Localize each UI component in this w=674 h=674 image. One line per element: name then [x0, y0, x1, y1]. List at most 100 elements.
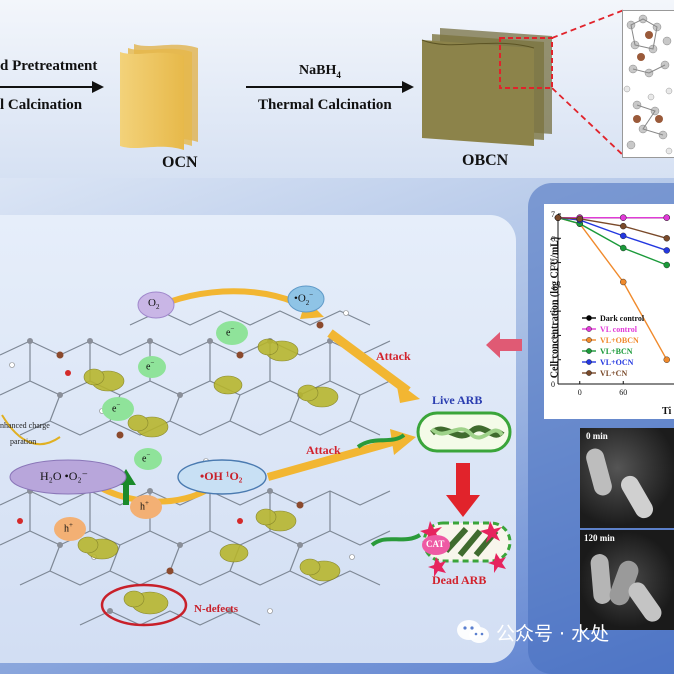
data-point	[620, 232, 627, 240]
hole-label-2: h+	[64, 521, 73, 534]
o2-radical-superscript: −	[309, 291, 314, 299]
o2-radical-subscript: 2	[305, 298, 310, 307]
data-point	[663, 214, 670, 221]
legend-swatch-marker	[586, 326, 592, 332]
o2-radical-text: •O	[294, 292, 306, 305]
step1-line2: l Calcination	[0, 97, 83, 113]
legend-swatch-marker	[586, 315, 592, 321]
structure-inset	[622, 10, 674, 158]
y-tick-label: 4	[551, 283, 555, 292]
legend-label: VL+OBCN	[600, 336, 639, 345]
hole-sup-2: +	[69, 521, 73, 529]
legend-label: VL+BCN	[600, 347, 633, 356]
y-tick-label: 0	[551, 380, 555, 389]
y-tick-label: 5	[551, 259, 555, 268]
sem-bacteria-top	[586, 448, 653, 519]
data-point	[620, 214, 627, 221]
attack-label-2: Attack	[306, 443, 341, 457]
x-tick-label: 0	[578, 388, 582, 397]
series-line	[557, 216, 668, 266]
watermark-text: 公众号 · 水处	[496, 623, 610, 645]
separation-label: paration	[10, 437, 37, 446]
electron-sup-2: −	[150, 359, 155, 367]
data-point	[620, 278, 627, 286]
step1-line1: d Pretreatment	[0, 58, 98, 74]
electron-text-1: e	[226, 327, 231, 339]
data-point	[663, 235, 670, 242]
data-point	[620, 244, 627, 252]
n-defects-label: N-defects	[194, 603, 238, 615]
sem-label-bottom: 120 min	[584, 533, 615, 543]
electron-text-4: e	[142, 453, 147, 465]
o2-radical-label: •O2−	[294, 291, 313, 307]
oh-1o2-label: •OH ¹O₂	[200, 469, 243, 483]
legend-label: VL+CN	[600, 369, 627, 378]
electron-sup-3: −	[116, 401, 121, 409]
legend-label: VL+OCN	[600, 358, 634, 367]
step1-arrow	[0, 81, 104, 93]
attack-label-1: Attack	[376, 349, 411, 363]
mechanism-drawing	[0, 285, 512, 627]
hole-text-1: h	[140, 501, 145, 513]
data-point	[663, 247, 670, 254]
h2o-o2-label: H₂O •O₂⁻	[40, 469, 88, 483]
obcn-label: OBCN	[462, 152, 509, 169]
step2-arrow	[246, 81, 414, 93]
ocn-label: OCN	[162, 154, 198, 171]
zoom-lines	[552, 9, 625, 157]
hole-sup-1: +	[145, 499, 149, 507]
watermark: 公众号 · 水处	[456, 616, 674, 648]
data-point	[620, 222, 627, 230]
y-tick-label: 1	[551, 356, 555, 365]
o2-text: O	[148, 297, 156, 309]
mechanism-panel: O2 •O2− e− e− e− e− h+ h+ H₂O •O₂⁻ •OH ¹…	[0, 215, 516, 663]
hole-text-2: h	[64, 523, 69, 535]
electron-sup-4: −	[146, 451, 151, 459]
dead-arb-label: Dead ARB	[432, 573, 487, 587]
cat-label: CAT	[426, 539, 445, 549]
hole-label-1: h+	[140, 499, 149, 512]
legend-swatch-marker	[586, 348, 592, 354]
chart-ylabel: Cell concentration (log CFU/mL)	[549, 236, 561, 379]
chart-xlabel: Ti	[662, 406, 672, 417]
obcn-sheets	[421, 28, 553, 146]
electron-label-4: e−	[142, 451, 150, 464]
pink-arrow	[486, 332, 522, 358]
y-tick-label: 6	[551, 234, 555, 243]
legend-label: VL control	[600, 325, 638, 334]
x-tick-label: 60	[619, 388, 627, 397]
nabh-text: NaBH	[299, 63, 337, 78]
legend-swatch-marker	[586, 370, 592, 376]
series-line	[557, 216, 667, 239]
o2-label: O2	[148, 297, 159, 311]
o2-subscript: 2	[155, 303, 160, 312]
top-panel: d Pretreatment l Calcination OCN NaBH4 T…	[0, 0, 674, 178]
step2-line2: Thermal Calcination	[258, 97, 392, 113]
electron-label-1: e−	[226, 325, 234, 338]
electron-label-2: e−	[146, 359, 154, 372]
y-tick-label: 7	[551, 210, 555, 219]
y-tick-label: 3	[551, 307, 555, 316]
ocn-sheets	[120, 44, 198, 150]
wechat-icon	[457, 620, 489, 643]
nabh-subscript: 4	[336, 69, 341, 80]
sem-label-top: 0 min	[586, 431, 608, 441]
sem-image-bottom: 120 min	[580, 530, 674, 630]
electron-sup-1: −	[230, 325, 235, 333]
chart-svg: 0 1 2 3 4 5 6 7 0 60 Dark control VL controlVL+OBCN…	[551, 210, 674, 397]
live-arb-label: Live ARB	[432, 393, 483, 407]
y-tick-label: 2	[551, 331, 555, 340]
legend-swatch-marker	[586, 337, 592, 343]
enhanced-charge-label: nhanced charge	[0, 421, 50, 430]
electron-text-2: e	[146, 361, 151, 373]
data-point	[663, 261, 670, 269]
legend-label: Dark control	[600, 314, 645, 323]
data-point	[663, 356, 670, 363]
step2-line1: NaBH4	[299, 63, 341, 80]
electron-label-3: e−	[112, 401, 120, 414]
legend-swatch-marker	[586, 359, 592, 365]
data-point	[576, 215, 583, 223]
structure-atoms	[623, 14, 673, 155]
electron-text-3: e	[112, 403, 117, 415]
sem-bacteria-bottom	[590, 554, 662, 622]
